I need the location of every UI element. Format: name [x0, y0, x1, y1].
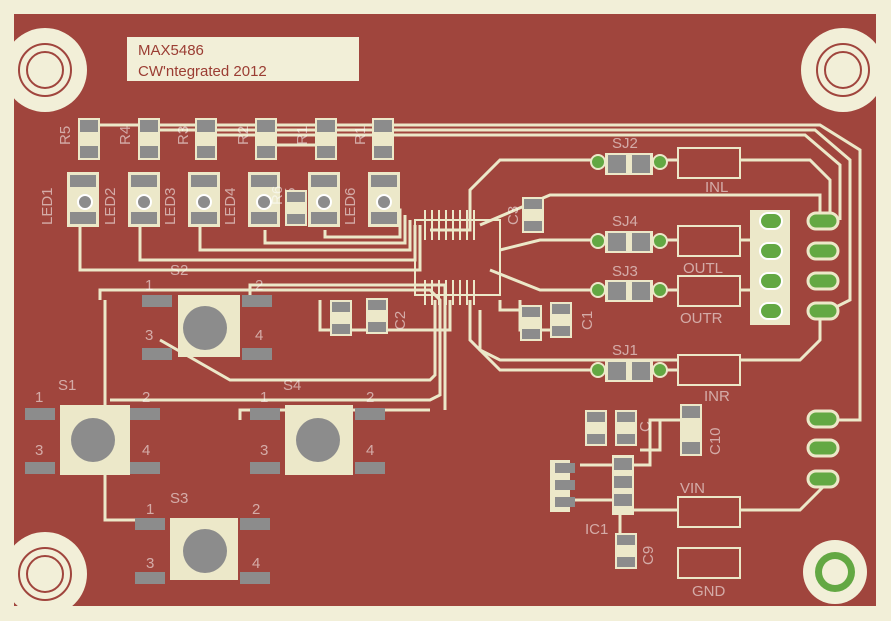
pad-vin: VIN [677, 480, 741, 528]
capacitor-c10: C10 [680, 404, 724, 456]
resistor-r1-b: R1 [352, 118, 394, 160]
svg-text:3: 3 [145, 327, 153, 344]
switch-s1[interactable]: S1 1 2 3 4 [25, 377, 160, 475]
svg-text:LED4: LED4 [222, 187, 239, 225]
svg-text:C: C [637, 421, 654, 432]
resistor-r3: R3 [175, 118, 217, 160]
resistor-r4: R4 [117, 118, 160, 160]
svg-text:C10: C10 [707, 427, 724, 455]
svg-text:R6: R6 [269, 186, 286, 205]
capacitor-c9: C9 [615, 533, 657, 569]
resistor-r6: R6 [269, 186, 307, 226]
pad-inr: INR [677, 354, 741, 405]
svg-text:C1: C1 [579, 311, 596, 330]
svg-text:2: 2 [142, 389, 150, 406]
svg-text:LED1: LED1 [39, 187, 56, 225]
svg-text:IC1: IC1 [585, 521, 608, 538]
led-4: LED4 [222, 172, 280, 227]
jumper-sj1[interactable]: SJ1 [590, 342, 668, 382]
jumper-sj4[interactable]: SJ4 [590, 213, 668, 253]
svg-text:SJ1: SJ1 [612, 342, 638, 359]
led-2: LED2 [102, 172, 160, 227]
svg-text:R1: R1 [352, 126, 369, 145]
svg-text:2: 2 [255, 277, 263, 294]
svg-text:S2: S2 [170, 262, 188, 279]
led-row: LED1 LED2 LED3 LED4 LED5 [39, 172, 400, 227]
resistor-row: R5 R4 R3 R2 R1 R1 [57, 118, 394, 160]
svg-text:1: 1 [145, 277, 153, 294]
svg-text:VIN: VIN [680, 480, 705, 497]
svg-text:C9: C9 [640, 546, 657, 565]
svg-text:OUTR: OUTR [680, 310, 723, 327]
svg-text:INR: INR [704, 388, 730, 405]
svg-text:C2: C2 [392, 311, 409, 330]
svg-text:OUTL: OUTL [683, 260, 723, 277]
capacitor-c2-pair: C2 [330, 298, 409, 336]
svg-text:3: 3 [260, 442, 268, 459]
capacitor-c3: C3 [505, 197, 544, 233]
pad-gnd: GND [677, 547, 741, 600]
led-6: LED6 [342, 172, 400, 227]
svg-text:1: 1 [260, 389, 268, 406]
title-line-2: CW'ntegrated 2012 [138, 63, 267, 80]
pad-outl: OUTL [677, 225, 741, 277]
capacitor-c1-pair: C1 [520, 302, 596, 341]
led-3: LED3 [162, 172, 220, 227]
audio-header-left[interactable] [750, 210, 790, 325]
mounting-hole-top-left [3, 28, 87, 112]
svg-text:R5: R5 [57, 126, 74, 145]
svg-text:R4: R4 [117, 126, 134, 145]
svg-text:SJ3: SJ3 [612, 263, 638, 280]
svg-text:4: 4 [366, 442, 374, 459]
pad-inl: INL [677, 147, 741, 196]
svg-text:S1: S1 [58, 377, 76, 394]
audio-header-right[interactable] [806, 211, 840, 321]
power-header[interactable] [806, 409, 840, 489]
svg-text:2: 2 [252, 501, 260, 518]
jumper-sj2[interactable]: SJ2 [590, 135, 668, 175]
svg-text:R3: R3 [175, 126, 192, 145]
svg-text:SJ2: SJ2 [612, 135, 638, 152]
svg-text:1: 1 [35, 389, 43, 406]
svg-text:4: 4 [255, 327, 263, 344]
svg-text:GND: GND [692, 583, 726, 600]
svg-text:3: 3 [146, 555, 154, 572]
capacitor-pair-upper: C [585, 410, 654, 446]
resistor-r1-a: R1 [294, 118, 337, 160]
ic1-regulator: IC1 [550, 455, 634, 538]
pad-outr: OUTR [677, 275, 741, 327]
mounting-hole-bottom-left [3, 532, 87, 616]
mounting-hole-top-right [801, 28, 885, 112]
svg-text:C3: C3 [505, 206, 522, 225]
switch-s4[interactable]: S4 1 2 3 4 [250, 377, 385, 475]
svg-text:LED3: LED3 [162, 187, 179, 225]
resistor-r5: R5 [57, 118, 100, 160]
svg-text:R2: R2 [235, 126, 252, 145]
switch-s3[interactable]: S3 1 2 3 4 [135, 490, 270, 584]
svg-text:S4: S4 [283, 377, 301, 394]
resistor-r2: R2 [235, 118, 277, 160]
svg-text:LED2: LED2 [102, 187, 119, 225]
switch-s2[interactable]: S2 1 2 3 4 [142, 262, 272, 360]
svg-text:SJ4: SJ4 [612, 213, 638, 230]
led-1: LED1 [39, 172, 99, 227]
svg-text:4: 4 [252, 555, 260, 572]
main-ic-footprint [414, 210, 501, 305]
svg-text:4: 4 [142, 442, 150, 459]
svg-text:LED6: LED6 [342, 187, 359, 225]
svg-text:S3: S3 [170, 490, 188, 507]
jumper-sj3[interactable]: SJ3 [590, 263, 668, 302]
svg-text:3: 3 [35, 442, 43, 459]
svg-text:1: 1 [146, 501, 154, 518]
title-line-1: MAX5486 [138, 42, 204, 59]
svg-text:R1: R1 [294, 126, 311, 145]
svg-text:INL: INL [705, 179, 728, 196]
title-label: MAX5486 CW'ntegrated 2012 [127, 37, 359, 81]
svg-text:2: 2 [366, 389, 374, 406]
mounting-hole-bottom-right [803, 540, 867, 604]
